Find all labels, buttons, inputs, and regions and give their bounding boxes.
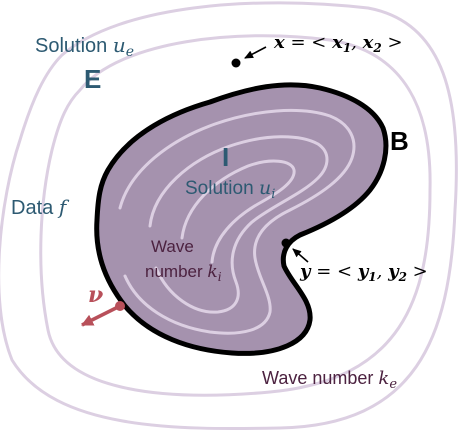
interior-wave-label-line1: Wave [151, 237, 194, 256]
interior-solution-label: Solution ui [185, 177, 275, 202]
normal-label: ν [88, 282, 103, 308]
point-x-label: x = < x1, x2 > [273, 32, 403, 55]
normal-base-point [115, 301, 125, 311]
boundary-label: B [390, 126, 409, 156]
interior-contour-2 [148, 135, 329, 314]
interior-contour-3 [180, 159, 296, 264]
point-y-label: y = < y1, y2 > [299, 261, 428, 284]
middle-level-curve [39, 34, 432, 397]
interior-contour-1 [118, 108, 356, 335]
interior-wave-label-line2: number ki [145, 262, 222, 284]
point-y-marker [281, 238, 291, 248]
exterior-region-label: E [84, 64, 101, 94]
normal-arrow [81, 304, 121, 327]
point-x-marker [231, 58, 241, 68]
interior-region-label: I [222, 142, 229, 172]
exterior-solution-label: Solution ue [35, 33, 134, 60]
point-y-pointer [292, 248, 309, 263]
data-label: Data f [11, 195, 70, 219]
point-x-pointer [244, 46, 267, 59]
exterior-wave-label: Wave number ke [262, 368, 397, 392]
